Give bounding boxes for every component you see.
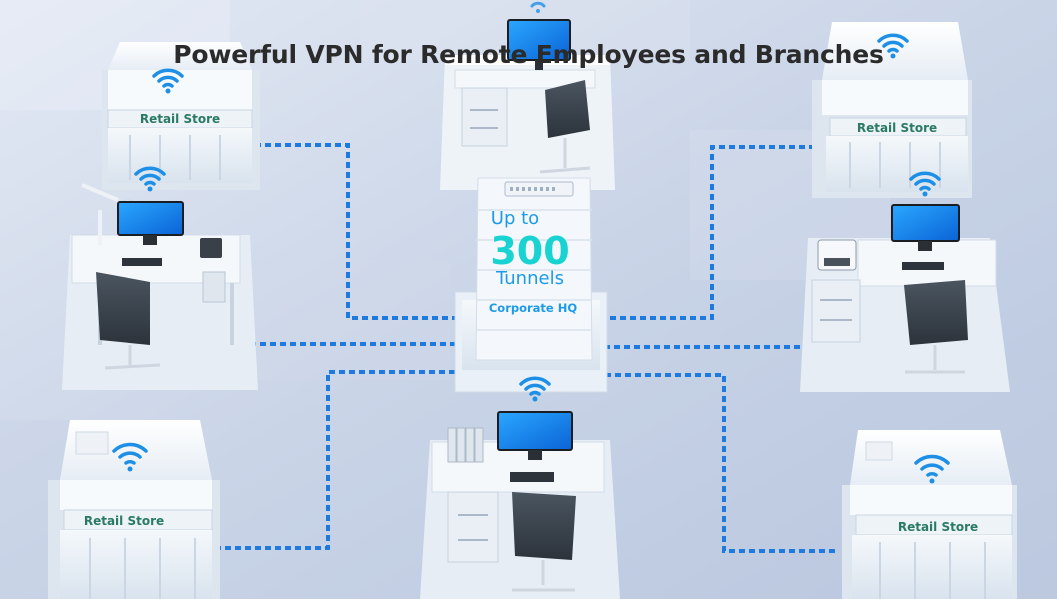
link-bottom-right-store [605, 373, 835, 553]
binders [447, 427, 484, 463]
wifi-icon [914, 454, 950, 484]
hq-tunnels-label: Tunnels [495, 268, 564, 289]
corporate-hq-building: Up to 300 Tunnels Corporate HQ [454, 177, 608, 393]
wifi-icon [134, 166, 166, 192]
office-chair-icon [512, 492, 576, 560]
wifi-icon [152, 68, 184, 94]
wifi-icon [530, 1, 546, 13]
link-top-right-store [605, 145, 835, 320]
wifi-icon [877, 33, 909, 59]
vpn-links [215, 143, 835, 553]
store-label: Retail Store [140, 112, 220, 126]
retail-store-bottom-left: Retail Store [48, 420, 220, 599]
store-label: Retail Store [898, 520, 978, 534]
hq-label: Corporate HQ [489, 301, 578, 315]
monitor-icon [891, 204, 960, 242]
page-title: Powerful VPN for Remote Employees and Br… [173, 40, 884, 69]
office-chair-icon [904, 280, 968, 345]
wifi-icon [519, 376, 551, 402]
desk-phone-icon [200, 238, 222, 258]
router-icon [504, 181, 574, 197]
retail-store-top-left: Retail Store [102, 42, 260, 190]
store-label: Retail Store [857, 121, 937, 135]
office-chair-icon [96, 272, 150, 345]
store-label: Retail Store [84, 514, 164, 528]
wifi-icon [909, 171, 941, 197]
hq-tunnel-count: 300 [490, 229, 569, 273]
office-bottom-center [420, 411, 620, 599]
office-top-center [440, 19, 615, 190]
wifi-icon [112, 442, 148, 472]
monitor-icon [497, 411, 573, 451]
office-chair-icon [545, 80, 590, 138]
retail-store-top-right: Retail Store [812, 22, 972, 198]
office-right [800, 204, 1010, 392]
monitor-icon [117, 201, 184, 236]
link-bottom-left-store [215, 370, 475, 550]
office-left [62, 183, 258, 390]
hq-up-to: Up to [491, 208, 539, 229]
